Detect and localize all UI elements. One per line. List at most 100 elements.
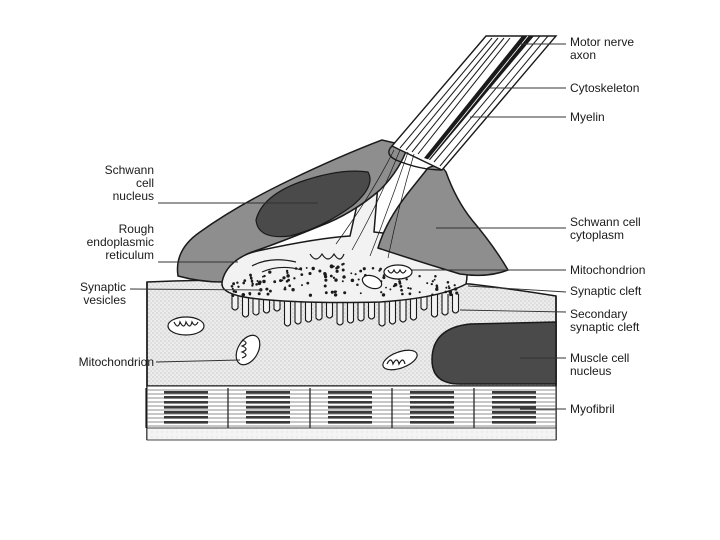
label-schwann-cell-nucleus: Schwann cell nucleus — [104, 163, 154, 203]
synaptic-vesicle — [286, 274, 290, 278]
synaptic-vesicle — [357, 278, 360, 281]
synaptic-vesicle — [248, 293, 252, 296]
synaptic-vesicles-dots — [230, 262, 459, 298]
synaptic-vesicle — [341, 263, 344, 266]
motor-axon-shape — [335, 35, 558, 259]
synaptic-vesicle — [231, 287, 234, 290]
myofibril-band — [145, 385, 557, 441]
synaptic-vesicle — [342, 275, 346, 279]
myofibril-band-stripe — [246, 406, 290, 409]
synaptic-vesicle — [256, 280, 259, 282]
synaptic-vesicle — [323, 274, 328, 279]
synaptic-vesicle — [335, 269, 339, 273]
myofibril-band-stripe — [492, 401, 536, 404]
synaptic-vesicle — [399, 285, 403, 288]
synaptic-vesicle — [334, 278, 338, 282]
myofibril-band-stripe — [246, 401, 290, 404]
junctional-fold — [241, 294, 250, 318]
synaptic-vesicle — [455, 291, 459, 295]
myofibril-band-stripe — [246, 416, 290, 419]
junctional-fold — [231, 294, 239, 311]
label-mitochondrion-right: Mitochondrion — [570, 263, 646, 277]
synaptic-vesicle — [389, 288, 392, 291]
synaptic-vesicle — [407, 287, 410, 290]
synaptic-vesicle — [283, 288, 286, 291]
synaptic-vesicle — [382, 275, 386, 280]
synaptic-vesicle — [301, 284, 303, 287]
synaptic-vesicle — [249, 274, 252, 278]
synaptic-vesicle — [263, 274, 266, 278]
synaptic-vesicle — [281, 279, 284, 282]
myofibril-band-stripe — [328, 406, 372, 409]
synaptic-vesicle — [454, 288, 457, 291]
synaptic-vesicle — [408, 292, 412, 296]
synaptic-vesicle — [362, 267, 366, 271]
synaptic-vesicle — [251, 281, 254, 283]
synaptic-vesicle — [257, 292, 261, 296]
synaptic-vesicle — [282, 276, 285, 280]
myofibril-band-stripe — [164, 391, 208, 394]
junctional-fold — [399, 294, 407, 323]
synaptic-vesicle — [237, 285, 240, 288]
synaptic-vesicle — [381, 293, 386, 297]
synaptic-vesicle — [385, 286, 387, 289]
synaptic-vesicle — [329, 264, 334, 268]
synaptic-vesicle — [418, 274, 421, 278]
myofibril-band-stripe — [328, 391, 372, 394]
myofibril-band-stripe — [410, 396, 454, 399]
synaptic-vesicle — [291, 288, 295, 292]
synaptic-vesicle — [273, 280, 277, 284]
synaptic-vesicle — [343, 291, 347, 295]
label-mitochondrion-left: Mitochondrion — [78, 355, 154, 369]
myofibril-band-stripe — [492, 411, 536, 414]
muscle-mitochondria — [167, 316, 418, 371]
synaptic-vesicle — [446, 281, 450, 284]
myofibril-band-stripe — [246, 421, 290, 424]
myofibril-band-stripe — [492, 406, 536, 409]
synaptic-vesicle — [236, 281, 239, 284]
synaptic-vesicle — [350, 278, 355, 283]
synaptic-vesicle — [251, 284, 254, 287]
myofibril-band-stripe — [410, 411, 454, 414]
synaptic-vesicle — [308, 293, 313, 297]
synaptic-vesicle — [359, 292, 362, 295]
synaptic-vesicle — [268, 289, 272, 293]
muscle-cell-nucleus-shape — [431, 321, 557, 385]
synaptic-vesicle — [401, 292, 404, 296]
label-muscle-cell-nucleus: Muscle cell nucleus — [570, 351, 630, 378]
myofibril-band-stripe — [492, 391, 536, 394]
synaptic-vesicle — [318, 269, 322, 273]
myofibril-band-stripe — [164, 416, 208, 419]
myofibril-band-stripe — [164, 406, 208, 409]
synaptic-vesicle — [286, 271, 289, 275]
synaptic-vesicle — [241, 293, 246, 297]
synaptic-vesicle — [255, 283, 258, 286]
myofibril-band-stripe — [328, 401, 372, 404]
myofibril-band-stripe — [410, 416, 454, 419]
synaptic-vesicle — [435, 287, 439, 291]
synaptic-vesicle — [230, 284, 234, 288]
synaptic-vesicle — [285, 269, 289, 273]
myofibril-band-stripe — [328, 411, 372, 414]
synaptic-vesicle — [242, 281, 246, 285]
synaptic-vesicle — [444, 290, 448, 294]
junctional-fold — [409, 294, 418, 321]
synaptic-vesicle — [445, 286, 448, 289]
synaptic-vesicle — [335, 290, 338, 293]
synaptic-vesicle — [232, 282, 236, 286]
junctional-fold — [283, 294, 292, 327]
junctional-fold — [420, 294, 428, 311]
synaptic-vesicle — [448, 286, 451, 290]
junctional-fold — [430, 294, 439, 318]
synaptic-vesicle — [405, 278, 408, 281]
label-secondary-synaptic-cleft: Secondary synaptic cleft — [570, 307, 640, 334]
synaptic-vesicle — [305, 266, 308, 269]
synaptic-vesicle — [266, 292, 270, 296]
synaptic-vesicle — [279, 279, 283, 283]
myofibril-band-stripe — [410, 406, 454, 409]
synaptic-vesicle — [300, 273, 304, 276]
label-rough-er: Rough endoplasmic reticulum — [86, 222, 154, 262]
synaptic-vesicle — [333, 293, 338, 297]
myofibril-band-stripe — [328, 416, 372, 419]
synaptic-vesicle — [398, 282, 402, 285]
